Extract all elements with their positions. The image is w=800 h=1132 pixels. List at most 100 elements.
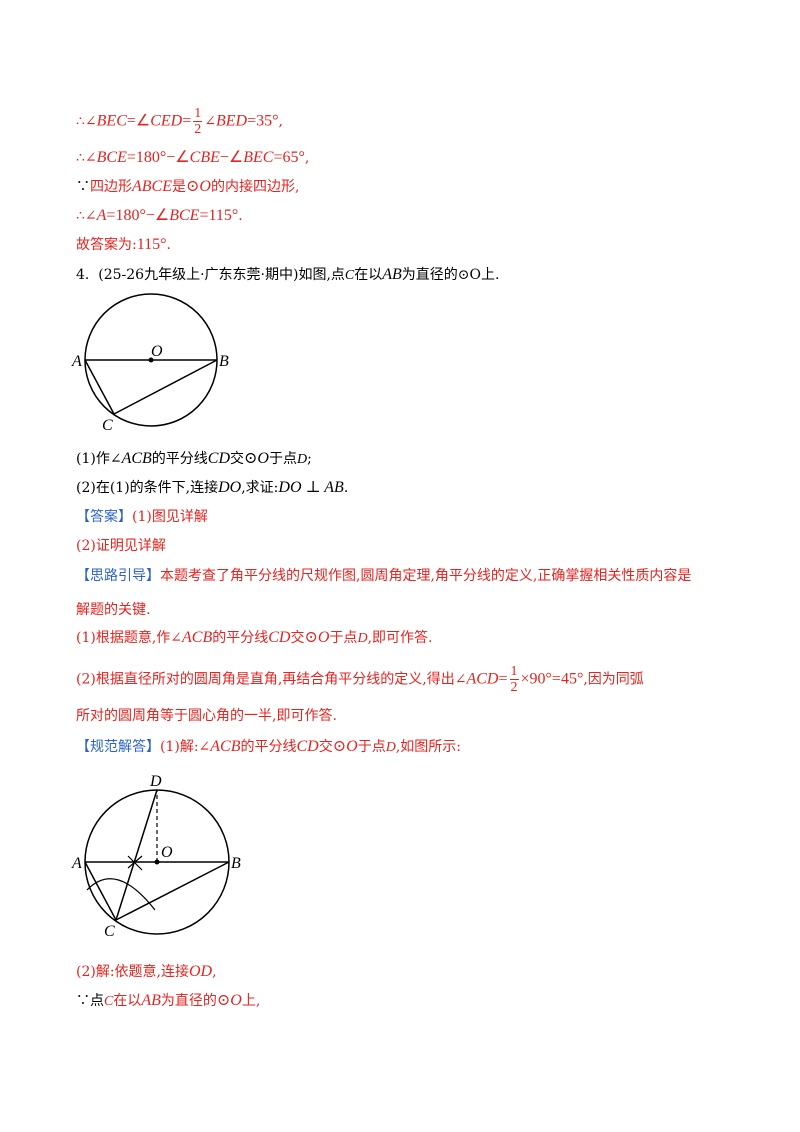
math: ⊙O [186,178,211,195]
math: ⊙O [304,629,330,646]
center-point [148,357,154,363]
segment-ac [84,861,117,921]
text: . [166,237,171,253]
label-c: C [102,417,113,434]
math: BEC [96,112,127,130]
text: ∵点 [76,993,104,1009]
label-o: O [161,844,173,861]
text: ,因为同弧 [583,671,644,688]
math: DO [218,479,242,496]
text: ,如图所示: [395,739,461,755]
text: 于点 [329,630,358,646]
text: 交 [290,630,305,646]
math: ACB [182,629,213,646]
question-4: 4. (25-26九年级上·广东东莞·期中)如图,点C在以AB为直径的⊙O上. [76,265,499,286]
segment-ac [84,359,115,415]
math: OD [189,963,213,980]
answer-2: (2)证明见详解 [76,536,166,556]
part-1: (1)作∠ACB的平分线CD交⊙O于点D; [76,449,312,470]
math: = [498,670,508,688]
line-angle-a: ∴∠A=180°−∠BCE=115°. [76,206,243,226]
math: 115° [136,236,167,253]
text: 在以 [113,993,142,1009]
bisector-cd [115,789,158,921]
math: C [104,994,114,1009]
denominator: 2 [194,122,202,137]
answer-tag: 【答案】 [76,509,132,525]
math: CD [268,629,291,646]
text: 为直径的⊙O上. [401,267,500,283]
text: , [278,113,283,130]
segment-bc [115,861,230,921]
text: 交 [230,451,245,467]
math: ⊙O [216,992,242,1009]
math: ⊙O [332,738,358,755]
math: DO ⊥ AB [278,479,344,496]
math: C [344,268,355,283]
math: ×90°=45° [520,670,584,688]
question-number: 4. [76,267,90,283]
text: . [238,208,243,224]
solution-2: (2)解:依题意,连接OD, [76,962,217,982]
construction-mark [127,855,143,869]
numerator: 1 [193,106,203,122]
text: ∴∠ [76,208,97,224]
solution-1: 【规范解答】(1)解:∠ACB的平分线CD交⊙O于点D,如图所示: [76,737,461,758]
math: D [296,452,308,467]
text: ,即可作答. [367,630,433,646]
text: (2)证明见详解 [76,538,166,554]
text: 交 [318,739,333,755]
text: (1)根据题意,作∠ [76,630,183,646]
text: 于点 [268,451,297,467]
math: ACB [210,738,241,755]
text: , [304,150,310,166]
math: CBE [189,149,220,166]
solution-tag: 【规范解答】 [76,739,160,755]
text: , [212,964,217,980]
figure-2: A B O C D [71,773,241,940]
math: A [96,207,107,224]
text: (1)解:∠ [160,739,211,755]
text: 解题的关键. [76,602,151,618]
center-point [154,859,160,865]
math: AB [382,266,402,283]
math: −∠ [219,149,244,166]
text: (2)根据直径所对的圆周角是直角,再结合角平分线的定义,得出∠ [76,671,467,688]
math: ⊙O [244,450,269,467]
math: BEC [243,149,274,166]
text: 四边形 [90,179,132,195]
math: =180°−∠ [126,149,190,166]
text: 上, [241,993,261,1009]
math: CED [150,112,183,130]
text: (2)解:依题意,连接 [76,964,189,980]
idea-5: 所对的圆周角等于圆心角的一半,即可作答. [76,706,337,726]
line-quadrilateral: ∵四边形ABCE是⊙O的内接四边形, [76,177,299,197]
text: ; [307,451,312,467]
math: D [385,740,396,755]
label-b: B [231,855,241,872]
text: 所对的圆周角等于圆心角的一半,即可作答. [76,708,337,724]
math: =∠ [126,112,151,130]
idea-1: 【思路引导】本题考查了角平分线的尺规作图,圆周角定理,角平分线的定义,正确掌握相… [76,566,691,586]
text: (1)作∠ [76,451,122,467]
label-a: A [71,353,82,370]
text: 的内接四边形, [210,179,300,195]
text: ,求证: [241,480,279,496]
text: . [343,480,349,496]
math: CD [296,738,319,755]
label-c: C [104,923,115,940]
math: =65° [273,149,305,166]
text: ∴∠ [76,150,97,166]
math: =180°−∠ [106,207,170,224]
math: BED [216,112,248,130]
math: BCE [169,207,200,224]
text: 于点 [357,739,386,755]
text: (2)在(1)的条件下,连接 [76,480,219,496]
math: =35° [247,112,279,130]
text: 本题考查了角平分线的尺规作图,圆周角定理,角平分线的定义,正确掌握相关性质内容是 [160,568,692,584]
idea-tag: 【思路引导】 [76,568,160,584]
math: D [357,631,368,646]
